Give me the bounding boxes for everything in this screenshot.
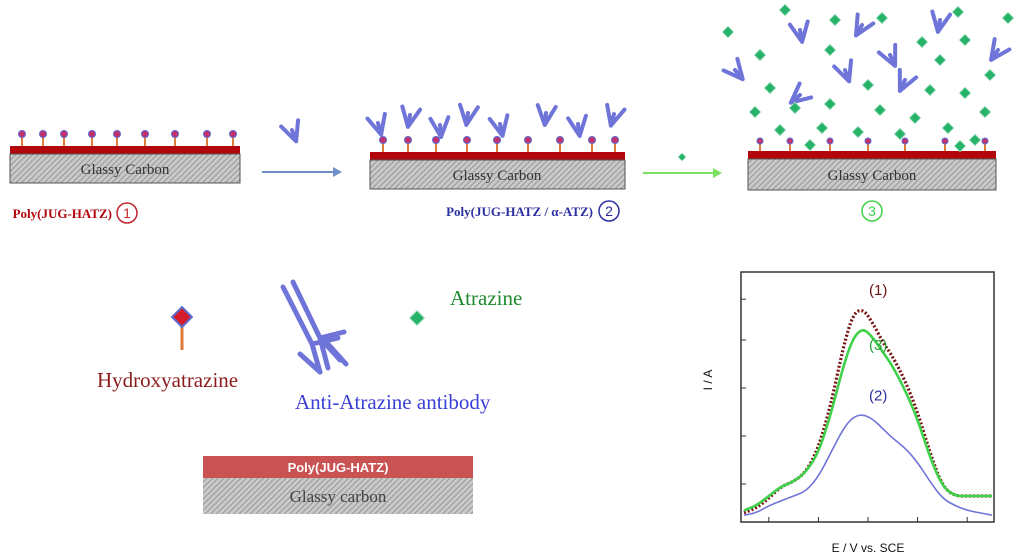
voltammogram-chart: (1) (3) (2) E / V vs. SCE I / A (701, 271, 995, 555)
series-line-0 (743, 309, 992, 515)
step-1-badge: 1 (116, 202, 138, 224)
step-3-badge: 3 (861, 200, 883, 222)
glassy-carbon-substrate (369, 159, 626, 190)
glassy-carbon-substrate (9, 153, 241, 184)
bound-antibodies (365, 102, 627, 152)
series-labels: (1) (3) (2) (869, 282, 887, 405)
electrode-label: Glassy Carbon (81, 162, 170, 178)
polymer-layer (203, 456, 473, 478)
atrazine-icon (409, 310, 425, 326)
svg-text:2: 2 (605, 203, 613, 219)
hydroxyatrazine-label: Hydroxyatrazine (97, 368, 238, 392)
antibody-icon (279, 118, 307, 147)
electrode-label: Glassy Carbon (453, 168, 542, 184)
atrazine-label: Atrazine (450, 286, 522, 310)
series-line-1 (743, 329, 992, 512)
glassy-carbon-substrate (747, 158, 997, 191)
series-label-2: (2) (869, 387, 887, 404)
step-2-badge: 2 (598, 200, 620, 222)
series-label-1: (3) (869, 337, 887, 354)
surface-sites (756, 137, 989, 151)
step-3-electrode: Glassy Carbon (721, 3, 1015, 191)
series-label-0: (1) (869, 282, 887, 299)
hydroxyatrazine-sites (18, 130, 237, 146)
hydroxyatrazine-icon (170, 305, 194, 350)
y-axis-label: I / A (701, 370, 715, 391)
arrow-icon (262, 167, 342, 177)
arrow-icon (643, 168, 722, 178)
svg-text:3: 3 (868, 203, 876, 219)
svg-text:1: 1 (123, 205, 131, 221)
glassy-carbon-label: Glassy carbon (290, 487, 387, 506)
series-line-2 (743, 414, 993, 516)
series-layer (743, 309, 993, 516)
x-axis-label: E / V vs. SCE (832, 541, 905, 555)
polymer-layer (370, 152, 625, 160)
polymer-layer (10, 146, 240, 154)
atrazine-icon (677, 152, 687, 162)
step-2-caption: Poly(JUG-HATZ / α-ATZ) (446, 204, 593, 219)
step-1-electrode: Glassy Carbon (9, 130, 241, 184)
step-1-caption: Poly(JUG-HATZ) (13, 206, 112, 221)
polymer-layer (748, 151, 996, 159)
antibody-label: Anti-Atrazine antibody (295, 390, 491, 414)
step-2-electrode: Glassy Carbon (365, 102, 627, 190)
layer-stack: Poly(JUG-HATZ) Glassy carbon (203, 456, 473, 514)
plot-frame (740, 271, 995, 523)
polymer-layer-label: Poly(JUG-HATZ) (288, 460, 389, 475)
electrode-label: Glassy Carbon (828, 168, 917, 184)
axis-ticks (741, 298, 968, 522)
glassy-carbon-layer (203, 478, 473, 514)
antibody-icon (280, 279, 349, 375)
